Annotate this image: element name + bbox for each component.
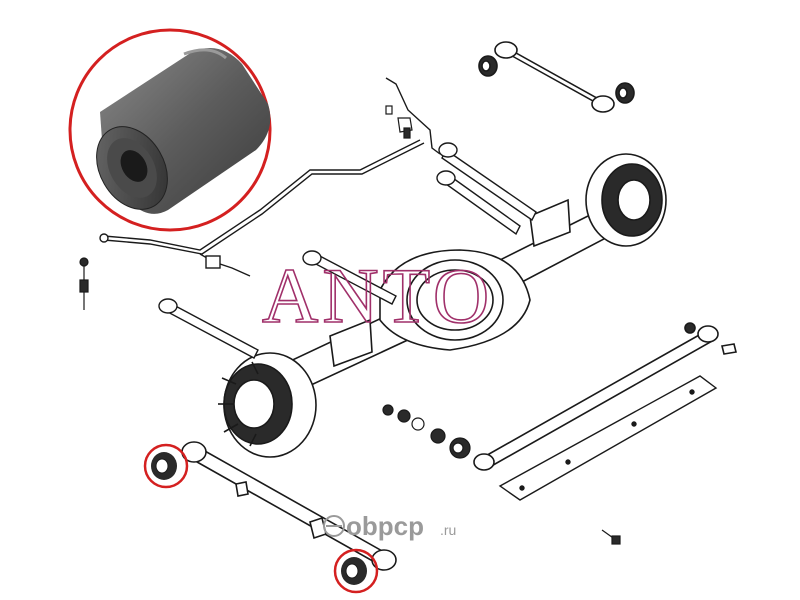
bushing-icon (96, 48, 271, 214)
lower-control-arm-rear (181, 441, 397, 571)
rear-track-bar (478, 41, 635, 113)
skid-plate (498, 375, 718, 501)
bushing-inset (68, 28, 272, 232)
bushing-kit (382, 404, 471, 459)
site-logo: obpcp .ru (323, 511, 456, 541)
bushing-highlight-ring (333, 548, 379, 594)
bushing-icon (151, 452, 177, 480)
brake-line (99, 77, 441, 277)
wheel-studs (218, 361, 259, 447)
fastener-group (79, 105, 413, 310)
bushing-icon (478, 55, 498, 77)
bushing-icon (341, 557, 367, 585)
upper-control-arms (302, 142, 537, 305)
lower-control-arm-left (158, 298, 259, 359)
bolt (601, 529, 621, 545)
watermark-text: ANTO (262, 252, 493, 339)
bushing-icon (615, 82, 635, 104)
axle-housing (223, 153, 667, 458)
exist-logo-icon (323, 515, 345, 537)
bushing-highlight-ring (143, 443, 189, 489)
logo-brand-text: obpcp (346, 511, 424, 541)
logo-suffix-text: .ru (440, 522, 456, 538)
lower-link-right (473, 322, 737, 471)
